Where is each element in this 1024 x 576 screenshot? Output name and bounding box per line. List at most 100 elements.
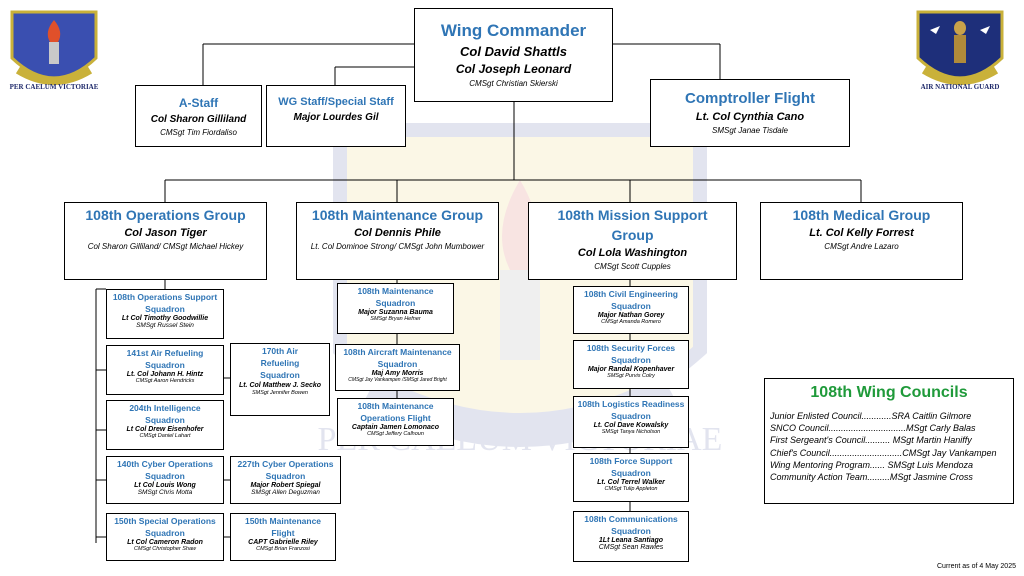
wg-staff-title: WG Staff/Special Staff bbox=[278, 96, 394, 108]
msg-squadron-box: 108th Civil Engineering Squadron Major N… bbox=[573, 286, 689, 334]
ops-side-squadron-name: Lt. Col Matthew J. Secko bbox=[238, 382, 322, 389]
ops-side-squadron-name: Major Robert Spiegal bbox=[250, 482, 321, 489]
ops-side-squadron-title: 170th Air Refueling Squadron bbox=[260, 346, 300, 380]
mx-squadron-sub: CMSgt Jeffery Calhoun bbox=[367, 431, 424, 437]
msg-squadron-box: 108th Logistics Readiness Squadron Lt. C… bbox=[573, 396, 689, 448]
mission-support-group-name: Col Lola Washington bbox=[577, 247, 688, 259]
council-row: SNCO Council............................… bbox=[770, 423, 976, 434]
wg-staff-name: Major Lourdes Gil bbox=[293, 112, 379, 123]
council-row: Wing Mentoring Program...... SMSgt Luis … bbox=[770, 459, 974, 470]
mission-support-group-title: 108th Mission Support Group bbox=[557, 207, 708, 243]
mx-squadron-box: 108th Aircraft Maintenance Squadron Maj … bbox=[335, 344, 460, 391]
msg-squadron-name: Major Randal Kopenhaver bbox=[587, 366, 675, 373]
msg-squadron-title: 108th Communications Squadron bbox=[584, 514, 678, 536]
medical-group-title: 108th Medical Group bbox=[792, 207, 931, 223]
current-as-of-note: Current as of 4 May 2025 bbox=[937, 563, 1016, 570]
ops-squadron-box: 140th Cyber Operations Squadron Lt Col L… bbox=[106, 456, 224, 504]
medical-group-sub: CMSgt Andre Lazaro bbox=[824, 242, 899, 251]
a-staff-box: A-Staff Col Sharon Gilliland CMSgt Tim F… bbox=[135, 85, 262, 147]
ops-squadron-name: Lt Col Louis Wong bbox=[134, 482, 196, 489]
medical-group-name: Lt. Col Kelly Forrest bbox=[809, 227, 914, 239]
msg-squadron-title: 108th Logistics Readiness Squadron bbox=[577, 399, 685, 421]
ops-squadron-name: Lt Col Cameron Radon bbox=[127, 539, 203, 546]
ops-side-squadron-name: CAPT Gabrielle Riley bbox=[248, 539, 318, 546]
mx-squadron-sub: SMSgt Bryan Hefner bbox=[370, 316, 421, 322]
commander-name-2: Col Joseph Leonard bbox=[455, 62, 572, 76]
msg-squadron-sub: CMSgt Tulip Appleton bbox=[604, 486, 658, 492]
ops-squadron-title: 108th Operations Support Squadron bbox=[112, 292, 218, 314]
operations-group-title: 108th Operations Group bbox=[85, 207, 246, 223]
ops-side-squadron-box: 150th Maintenance Flight CAPT Gabrielle … bbox=[230, 513, 336, 561]
msg-squadron-sub: SMSgt Purvis Colry bbox=[607, 373, 655, 379]
a-staff-title: A-Staff bbox=[178, 96, 219, 110]
mx-squadron-sub: CMSgt Jay Vankampen /SMSgt Jared Bright bbox=[348, 377, 447, 383]
maintenance-group-sub: Lt. Col Dominoe Strong/ CMSgt John Mumbo… bbox=[310, 242, 485, 251]
ops-squadron-title: 140th Cyber Operations Squadron bbox=[117, 459, 213, 481]
msg-squadron-name: 1Lt Leana Santiago bbox=[598, 537, 664, 544]
mx-squadron-name: Major Suzanna Bauma bbox=[358, 309, 433, 316]
comptroller-name: Lt. Col Cynthia Cano bbox=[695, 111, 805, 123]
ops-squadron-sub: CMSgt Christopher Shaw bbox=[133, 546, 197, 552]
ops-squadron-name: Lt Col Drew Eisenhofer bbox=[126, 426, 204, 433]
mission-support-group-sub: CMSgt Scott Cupples bbox=[594, 262, 671, 271]
msg-squadron-title: 108th Security Forces Squadron bbox=[586, 343, 676, 365]
right-logo-text: AIR NATIONAL GUARD bbox=[921, 83, 1000, 91]
ops-squadron-box: 204th Intelligence Squadron Lt Col Drew … bbox=[106, 400, 224, 450]
council-row: First Sergeant's Council.......... MSgt … bbox=[770, 435, 972, 446]
council-row: Junior Enlisted Council............SRA C… bbox=[770, 411, 972, 421]
operations-group-sub: Col Sharon Gilliland/ CMSgt Michael Hick… bbox=[87, 242, 244, 251]
comptroller-box: Comptroller Flight Lt. Col Cynthia Cano … bbox=[650, 79, 850, 147]
msg-squadron-name: Major Nathan Gorey bbox=[597, 312, 665, 319]
operations-group-name: Col Jason Tiger bbox=[124, 227, 207, 239]
ops-side-squadron-box: 170th Air Refueling Squadron Lt. Col Mat… bbox=[230, 343, 330, 416]
operations-group-box: 108th Operations Group Col Jason Tiger C… bbox=[64, 202, 267, 280]
mx-squadron-title: 108th Maintenance Squadron bbox=[357, 286, 434, 308]
ops-side-squadron-sub: CMSgt Brian Franzosi bbox=[256, 546, 310, 552]
ops-squadron-title: 204th Intelligence Squadron bbox=[129, 403, 201, 425]
mission-support-group-box: 108th Mission Support Group Col Lola Was… bbox=[528, 202, 737, 280]
mx-squadron-name: Maj Amy Morris bbox=[371, 370, 424, 377]
maintenance-group-title: 108th Maintenance Group bbox=[311, 207, 484, 223]
wing-emblem-logo: PER CAELUM VICTORIAE bbox=[10, 10, 99, 91]
commander-name-1: Col David Shattls bbox=[460, 44, 567, 59]
msg-squadron-title: 108th Civil Engineering Squadron bbox=[584, 289, 678, 311]
maintenance-group-box: 108th Maintenance Group Col Dennis Phile… bbox=[296, 202, 499, 280]
ops-squadron-name: Lt. Col Johann H. Hintz bbox=[126, 371, 204, 378]
mx-squadron-title: 108th Aircraft Maintenance Squadron bbox=[343, 347, 452, 369]
ops-side-squadron-title: 150th Maintenance Flight bbox=[244, 516, 322, 538]
msg-squadron-sub: CMSgt Sean Rawles bbox=[598, 544, 664, 551]
maintenance-group-name: Col Dennis Phile bbox=[354, 227, 441, 239]
msg-squadron-name: Lt. Col Terrel Walker bbox=[597, 479, 665, 486]
a-staff-name: Col Sharon Gilliland bbox=[150, 114, 247, 125]
mx-squadron-box: 108th Maintenance Operations Flight Capt… bbox=[337, 398, 454, 446]
msg-squadron-name: Lt. Col Dave Kowalsky bbox=[593, 422, 669, 429]
mx-squadron-name: Captain Jamen Lomonaco bbox=[351, 424, 440, 431]
ops-squadron-sub: CMSgt Aaron Hendricks bbox=[135, 378, 195, 384]
msg-squadron-sub: SMSgt Tanya Nicholson bbox=[601, 429, 661, 435]
comptroller-sub: SMSgt Janae Tisdale bbox=[712, 126, 788, 135]
mx-squadron-box: 108th Maintenance Squadron Major Suzanna… bbox=[337, 283, 454, 334]
ops-squadron-title: 150th Special Operations Squadron bbox=[114, 516, 216, 538]
wing-councils-box: 108th Wing Councils Junior Enlisted Coun… bbox=[764, 378, 1014, 504]
commander-title: Wing Commander bbox=[440, 21, 587, 40]
ops-squadron-box: 108th Operations Support Squadron Lt Col… bbox=[106, 289, 224, 339]
ops-squadron-sub: SMSgt Chris Motta bbox=[137, 489, 193, 496]
msg-squadron-title: 108th Force Support Squadron bbox=[589, 456, 673, 478]
ops-squadron-box: 150th Special Operations Squadron Lt Col… bbox=[106, 513, 224, 561]
commander-sub: CMSgt Christian Skierski bbox=[469, 79, 558, 88]
ops-squadron-sub: SMSgt Russel Stein bbox=[136, 322, 194, 329]
ops-squadron-name: Lt Col Timothy Goodwillie bbox=[121, 315, 209, 322]
msg-squadron-box: 108th Communications Squadron 1Lt Leana … bbox=[573, 511, 689, 562]
a-staff-sub: CMSgt Tim Fiordaliso bbox=[160, 128, 237, 137]
council-row: Chief's Council.........................… bbox=[770, 447, 997, 458]
ops-side-squadron-title: 227th Cyber Operations Squadron bbox=[237, 459, 334, 481]
councils-title: 108th Wing Councils bbox=[810, 384, 968, 401]
wg-staff-box: WG Staff/Special Staff Major Lourdes Gil bbox=[266, 85, 406, 147]
ops-squadron-sub: CMSgt Daniel Lahart bbox=[139, 433, 191, 439]
council-row: Community Action Team.........MSgt Jasmi… bbox=[770, 472, 973, 483]
medical-group-box: 108th Medical Group Lt. Col Kelly Forres… bbox=[760, 202, 963, 280]
comptroller-title: Comptroller Flight bbox=[685, 90, 815, 107]
ops-side-squadron-sub: SMSgt Allen Deguzman bbox=[251, 489, 320, 496]
